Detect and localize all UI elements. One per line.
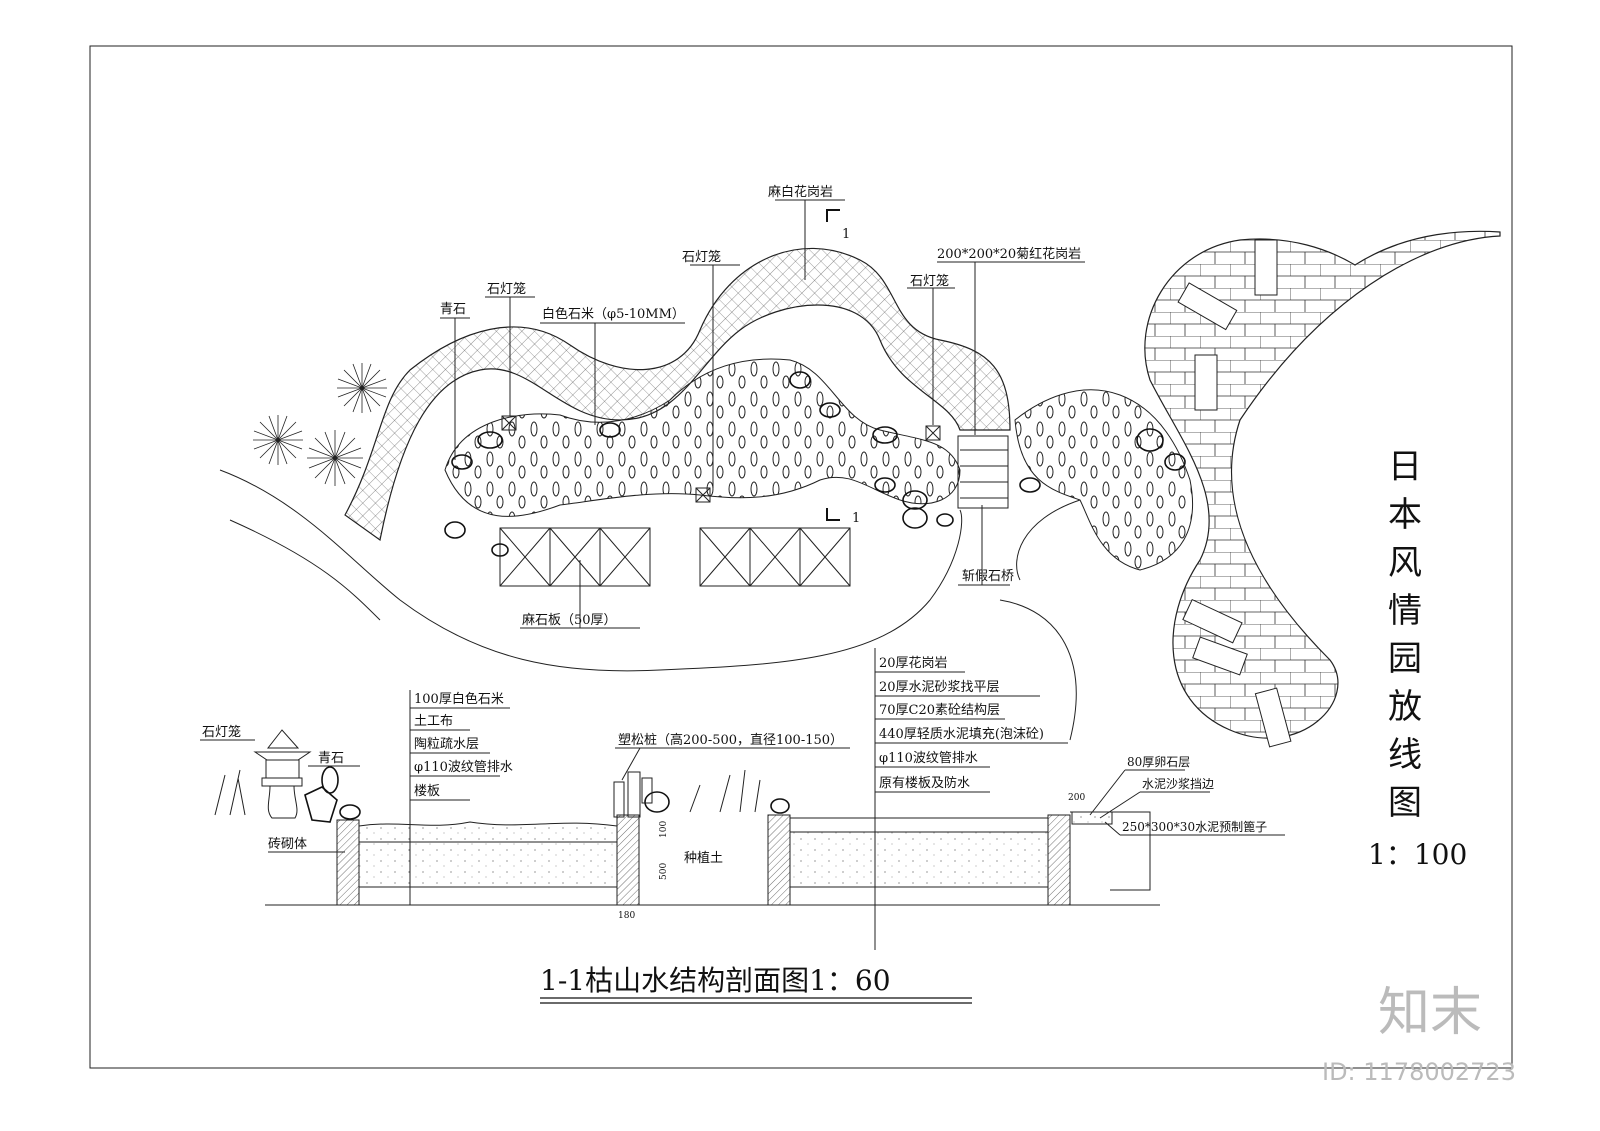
layer-left: 陶粒疏水层	[414, 736, 479, 752]
dry-garden-gravel	[444, 358, 961, 517]
title-char: 风	[1388, 543, 1422, 583]
brick-paving-circle	[1144, 230, 1501, 739]
label-soil: 种植土	[684, 851, 723, 866]
section-title: 1-1枯山水结构剖面图1：60	[540, 964, 891, 997]
label-lantern-a: 石灯笼	[682, 249, 721, 265]
section-mark-bottom: 1	[852, 511, 860, 526]
title-char: 园	[1388, 639, 1422, 679]
layer-left: 土工布	[414, 714, 453, 729]
layer-right: 原有楼板及防水	[879, 775, 970, 791]
plan-scale: 1：100	[1368, 838, 1467, 871]
layer-left: φ110波纹管排水	[414, 760, 513, 775]
label-grate: 250*300*30水泥预制篦子	[1122, 819, 1267, 834]
label-lantern-b: 石灯笼	[910, 273, 949, 289]
title-char: 本	[1388, 495, 1422, 535]
section-plants	[214, 769, 761, 816]
stepping-stones	[1177, 239, 1292, 748]
lantern-plan-b	[695, 487, 711, 503]
drawing-frame	[89, 45, 1513, 1069]
label-stone-slab: 麻石板（50厚）	[522, 613, 617, 628]
label-qingshi: 青石	[318, 751, 344, 766]
section-rocks	[304, 766, 790, 823]
title-char: 放	[1388, 687, 1422, 727]
label-white-gravel: 白色石米（φ5-10MM）	[542, 306, 685, 322]
section-view: 100厚白色石米 土工布 陶粒疏水层 φ110波纹管排水 楼板 20厚花岗岩 2…	[200, 648, 1285, 1004]
stone-slabs	[499, 527, 851, 587]
stone-bridge	[957, 435, 1009, 509]
dim-200: 200	[1068, 793, 1085, 803]
title-char: 日	[1388, 447, 1422, 487]
label-qingshi: 青石	[440, 302, 466, 317]
lantern-plan-a	[501, 415, 517, 431]
layer-left: 100厚白色石米	[414, 691, 504, 707]
label-granite-white: 麻白花岗岩	[768, 184, 833, 200]
watermark-logo: 知末	[1378, 983, 1482, 1043]
dim-100: 100	[659, 821, 669, 838]
label-pebble: 80厚卵石层	[1127, 755, 1190, 769]
section-mark-top: 1	[842, 227, 850, 242]
plant-symbols	[253, 363, 387, 486]
layer-right: φ110波纹管排水	[879, 751, 978, 766]
label-lantern: 石灯笼	[202, 724, 241, 740]
dim-500: 500	[659, 863, 669, 880]
layer-right: 70厚C20素砼结构层	[879, 703, 1000, 718]
lantern-plan-c	[925, 425, 941, 441]
stone-lantern	[253, 729, 312, 819]
label-mortar-edge: 水泥沙浆挡边	[1142, 776, 1214, 791]
title-char: 线	[1388, 735, 1422, 775]
title-char: 图	[1388, 783, 1422, 823]
layer-right: 440厚轻质水泥填充(泡沫砼)	[879, 726, 1044, 742]
label-lantern-c: 石灯笼	[487, 281, 526, 297]
layer-right: 20厚水泥砂浆找平层	[879, 680, 1000, 695]
label-red-granite: 200*200*20菊红花岗岩	[937, 246, 1081, 262]
rocks	[444, 371, 1186, 557]
label-masonry: 砖砌体	[268, 837, 307, 852]
plan-title: 日 本 风 情 园 放 线 图 1：100	[1368, 447, 1467, 871]
label-pine-stake: 塑松桩（高200-500，直径100-150）	[618, 732, 843, 748]
plan-view: 1 1 麻白花岗岩 石灯笼 200*200*20菊红花岗岩 石灯笼 青石 石灯笼…	[219, 184, 1501, 748]
dry-garden-gravel-right	[1014, 389, 1194, 571]
layer-left: 楼板	[414, 784, 440, 799]
layer-right: 20厚花岗岩	[879, 655, 948, 671]
pine-stake	[613, 781, 625, 818]
label-bridge: 斩假石桥	[962, 569, 1014, 584]
title-char: 情	[1388, 591, 1422, 631]
dim-180: 180	[618, 911, 635, 921]
watermark-id: ID: 1178002723	[1322, 1058, 1516, 1086]
